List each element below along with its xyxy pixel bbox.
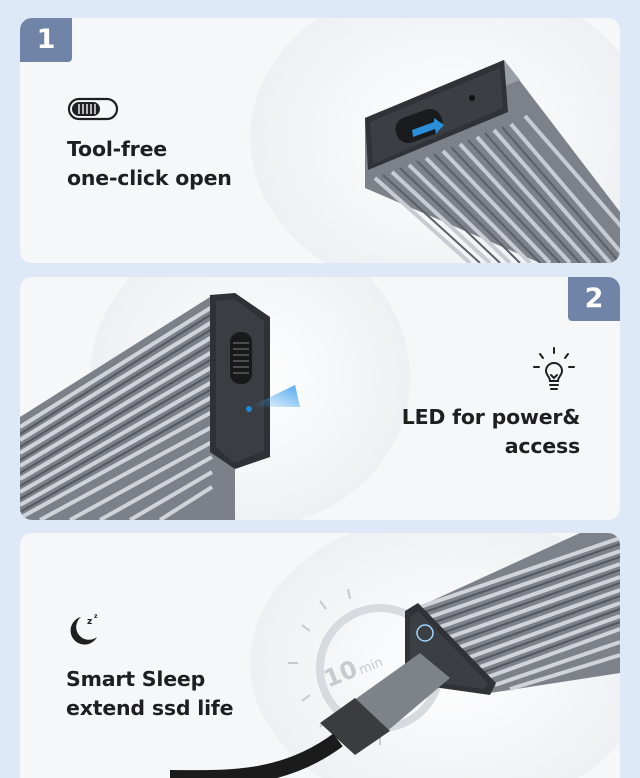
feature-panel-tool-free: 1 Tool-free one-click open [20,18,620,263]
step-number-badge: 2 [568,277,620,321]
feature-line-2: access [504,434,580,458]
enclosure-led-view-image [20,277,410,520]
moon-sleep-icon: z z [70,613,98,645]
feature-line-1: Tool-free [67,137,167,161]
svg-text:z: z [87,617,92,627]
feature-panel-led: 2 LED for power& access [20,277,620,520]
feature-line-2: one-click open [67,166,232,190]
feature-line-1: Smart Sleep [66,667,206,691]
svg-text:z: z [94,613,98,620]
feature-line-2: extend ssd life [66,696,234,720]
feature-text-tool-free: Tool-free one-click open [67,135,232,193]
feature-panel-smart-sleep: 10min z z Smart Sleep extend ssd life [20,533,620,778]
light-bulb-icon [533,347,575,390]
feature-line-1: LED for power& [401,405,580,429]
step-number-badge: 1 [20,18,72,62]
feature-text-smart-sleep: Smart Sleep extend ssd life [66,665,234,723]
enclosure-top-view-image [250,18,620,263]
feature-text-led: LED for power& access [402,403,580,461]
slide-switch-icon [67,97,119,121]
enclosure-cable-view-image [170,533,620,778]
